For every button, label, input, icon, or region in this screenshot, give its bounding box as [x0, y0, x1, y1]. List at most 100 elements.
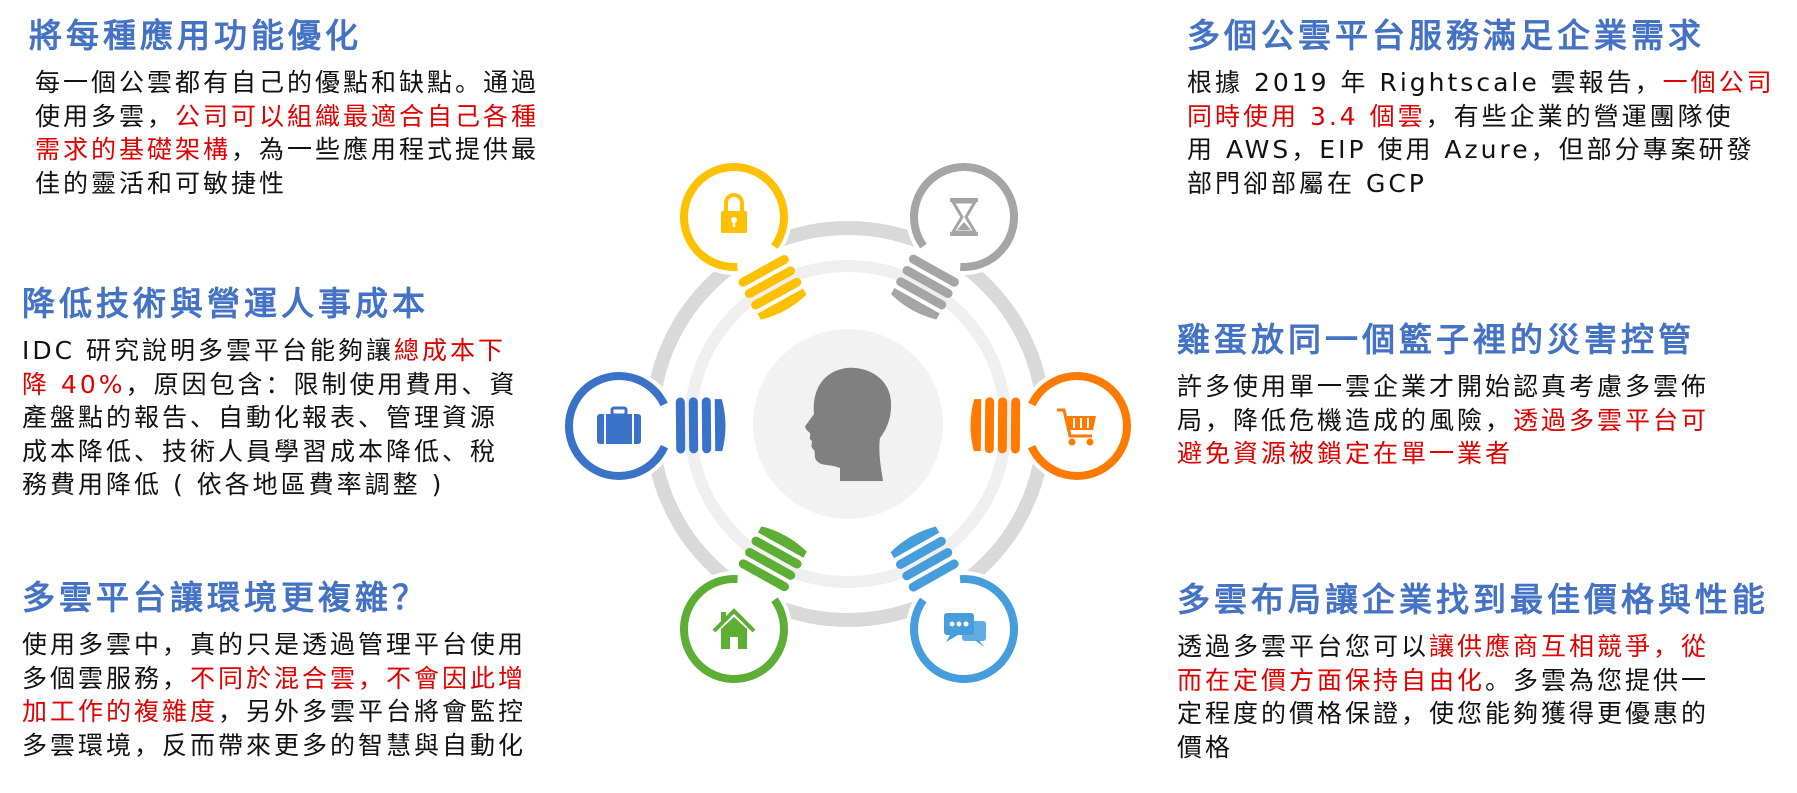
body-text: IDC 研究說明多雲平台能夠讓: [22, 336, 395, 365]
section-body: IDC 研究說明多雲平台能夠讓總成本下降 40%，原因包含：限制使用費用、資產盤…: [22, 334, 518, 502]
section-body: 使用多雲中，真的只是透過管理平台使用多個雲服務，不同於混合雲，不會因此增加工作的…: [22, 628, 526, 762]
body-text: 局，降低危機造成的風險，: [1177, 405, 1514, 435]
shopping-cart-icon: [1057, 408, 1096, 446]
body-text: 定程度的價格保證，使您能夠獲得更優惠的: [1177, 699, 1710, 728]
body-text: ，有些企業的營運團隊使: [1425, 101, 1734, 131]
body-line: 每一個公雲都有自己的優點和缺點。通過: [35, 66, 539, 100]
section-body: 根據 2019 年 Rightscale 雲報告，一個公司同時使用 3.4 個雲…: [1187, 66, 1775, 200]
body-line: 局，降低危機造成的風險，透過多雲平台可: [1177, 404, 1709, 438]
body-line: 使用多雲，公司可以組織最適合自己各種: [35, 100, 539, 134]
diagram-node: [970, 368, 1135, 484]
briefcase-icon: [597, 406, 641, 444]
highlighted-text: 加工作的複雜度: [22, 697, 219, 726]
section-title: 多個公雲平台服務滿足企業需求: [1187, 16, 1705, 55]
section-title: 降低技術與營運人事成本: [22, 284, 429, 323]
body-text: 。多雲為您提供一: [1485, 665, 1710, 695]
body-line: 多雲環境，反而帶來更多的智慧與自動化: [22, 729, 526, 763]
highlighted-text: 避免資源被鎖定在單一業者: [1177, 439, 1514, 468]
highlighted-text: 不同於混合雲，不會因此增: [190, 663, 527, 693]
body-text: ，為一些應用程式提供最: [231, 135, 540, 164]
body-line: 多個雲服務，不同於混合雲，不會因此增: [22, 662, 526, 696]
body-line: 透過多雲平台您可以讓供應商互相競爭，從: [1177, 630, 1769, 664]
node-ring: [910, 163, 1019, 271]
node-ring: [679, 163, 788, 271]
diagram-node: [890, 159, 1022, 320]
node-ring: [679, 575, 788, 683]
node-ring: [910, 575, 1019, 683]
body-line: 產盤點的報告、自動化報表、管理資源: [22, 401, 518, 435]
body-text: 透過多雲平台您可以: [1177, 632, 1430, 661]
chat-bubbles-icon: [944, 613, 986, 647]
body-text: ，另外多雲平台將會監控: [218, 697, 527, 726]
highlighted-text: 讓供應商互相競爭，從: [1429, 632, 1710, 661]
hourglass-icon: [950, 198, 978, 236]
body-line: 同時使用 3.4 個雲，有些企業的營運團隊使: [1187, 100, 1775, 134]
highlighted-text: 需求的基礎架構: [35, 135, 232, 164]
bulb-base: [738, 526, 807, 592]
head-silhouette-icon: [805, 367, 892, 481]
bulb-base: [738, 255, 807, 320]
body-line: 定程度的價格保證，使您能夠獲得更優惠的: [1177, 697, 1769, 731]
highlighted-text: 透過多雲平台可: [1513, 405, 1710, 435]
bulb-base: [890, 526, 959, 592]
body-line: 加工作的複雜度，另外多雲平台將會監控: [22, 695, 526, 729]
body-text: 產盤點的報告、自動化報表、管理資源: [22, 403, 499, 432]
body-line: 價格: [1177, 731, 1769, 765]
body-line: 用 AWS，EIP 使用 Azure，但部分專案研發: [1187, 133, 1775, 167]
right-section-3: 多雲布局讓企業找到最佳價格與性能透過多雲平台您可以讓供應商互相競爭，從而在定價方…: [1177, 580, 1769, 764]
body-text: 價格: [1177, 732, 1234, 762]
section-title: 雞蛋放同一個籃子裡的災害控管: [1177, 320, 1695, 359]
left-section-2: 降低技術與營運人事成本 IDC 研究說明多雲平台能夠讓總成本下降 40%，原因包含…: [22, 284, 518, 502]
body-text: 根據 2019 年 Rightscale 雲報告，: [1187, 68, 1663, 97]
body-line: 佳的靈活和可敏捷性: [35, 167, 539, 201]
right-section-2: 雞蛋放同一個籃子裡的災害控管許多使用單一雲企業才開始認真考慮多雲佈局，降低危機造…: [1177, 320, 1709, 471]
body-line: 使用多雲中，真的只是透過管理平台使用: [22, 628, 526, 662]
body-line: 務費用降低 ( 依各地區費率調整 ): [22, 468, 518, 502]
body-text: 多雲環境，反而帶來更多的智慧與自動化: [22, 730, 527, 760]
right-section-1: 多個公雲平台服務滿足企業需求根據 2019 年 Rightscale 雲報告，一…: [1187, 16, 1775, 200]
body-text: 成本降低、技術人員學習成本降低、稅: [22, 436, 499, 466]
lock-icon: [721, 193, 747, 233]
section-body: 許多使用單一雲企業才開始認真考慮多雲佈局，降低危機造成的風險，透過多雲平台可避免…: [1177, 370, 1709, 471]
bulb-base: [970, 397, 1021, 454]
body-text: 多個雲服務，: [22, 663, 191, 693]
body-line: 避免資源被鎖定在單一業者: [1177, 437, 1709, 471]
body-text: 佳的靈活和可敏捷性: [35, 168, 288, 198]
body-line: 根據 2019 年 Rightscale 雲報告，一個公司: [1187, 66, 1775, 100]
home-icon: [712, 608, 756, 649]
body-text: 使用多雲，: [35, 101, 176, 131]
section-title: 多雲布局讓企業找到最佳價格與性能: [1177, 580, 1769, 619]
node-ring: [1027, 372, 1132, 480]
section-body: 透過多雲平台您可以讓供應商互相競爭，從而在定價方面保持自由化。多雲為您提供一定程…: [1177, 630, 1769, 764]
node-ring: [564, 372, 669, 480]
body-text: ，原因包含：限制使用費用、資: [125, 369, 518, 399]
body-line: 降 40%，原因包含：限制使用費用、資: [22, 368, 518, 402]
body-line: 許多使用單一雲企業才開始認真考慮多雲佈: [1177, 370, 1709, 404]
highlighted-text: 總成本下: [394, 336, 507, 365]
body-line: 需求的基礎架構，為一些應用程式提供最: [35, 133, 539, 167]
left-section-3: 多雲平台讓環境更複雜？使用多雲中，真的只是透過管理平台使用多個雲服務，不同於混合…: [22, 578, 526, 762]
section-body: 每一個公雲都有自己的優點和缺點。通過使用多雲，公司可以組織最適合自己各種需求的基…: [35, 66, 539, 200]
section-title: 多雲平台讓環境更複雜？: [22, 578, 429, 617]
highlighted-text: 降 40%: [22, 369, 126, 399]
body-text: 務費用降低 ( 依各地區費率調整 ): [22, 470, 445, 499]
body-text: 部門卻部屬在 GCP: [1187, 168, 1427, 198]
diagram-node: [561, 368, 726, 484]
body-text: 使用多雲中，真的只是透過管理平台使用: [22, 630, 527, 659]
body-text: 用 AWS，EIP 使用 Azure，但部分專案研發: [1187, 135, 1755, 164]
diagram-node: [676, 526, 807, 687]
section-title: 將每種應用功能優化: [29, 16, 362, 55]
diagram-node: [890, 526, 1022, 687]
body-line: 而在定價方面保持自由化。多雲為您提供一: [1177, 664, 1769, 698]
diagram-node: [676, 159, 807, 320]
highlighted-text: 同時使用 3.4 個雲: [1187, 101, 1426, 131]
body-text: 每一個公雲都有自己的優點和缺點。通過: [35, 68, 540, 97]
bulb-base: [890, 254, 959, 320]
bulb-base: [675, 397, 726, 454]
body-line: 成本降低、技術人員學習成本降低、稅: [22, 435, 518, 469]
left-section-1: 將每種應用功能優化每一個公雲都有自己的優點和缺點。通過使用多雲，公司可以組織最適…: [29, 16, 539, 200]
body-line: 部門卻部屬在 GCP: [1187, 167, 1775, 201]
highlighted-text: 而在定價方面保持自由化: [1177, 665, 1486, 695]
highlighted-text: 一個公司: [1662, 68, 1775, 97]
